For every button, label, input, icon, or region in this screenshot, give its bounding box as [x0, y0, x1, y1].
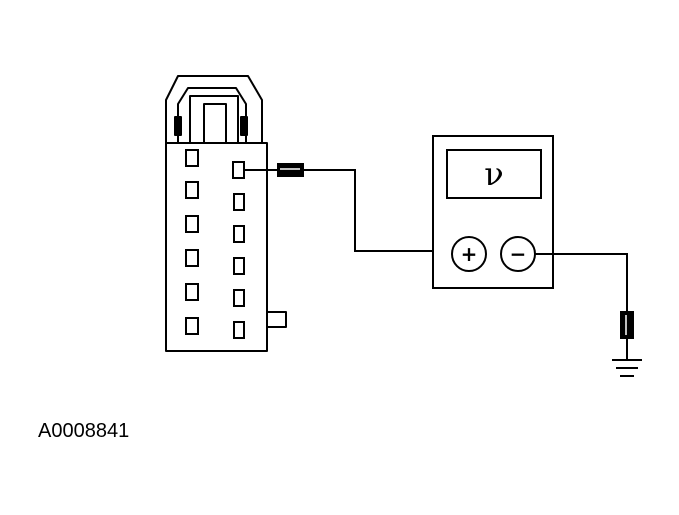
positive-lead-wire: [303, 169, 452, 252]
terminal-cavity: [185, 317, 199, 335]
multimeter-display: [446, 149, 542, 199]
negative-lead-wire: [535, 253, 628, 312]
terminal-cavity: [233, 289, 245, 307]
terminal-cavity-probed: [232, 161, 245, 179]
terminal-cavity: [233, 257, 245, 275]
connector-terminals-left: [185, 149, 199, 335]
terminal-cavity: [185, 249, 199, 267]
terminal-cavity: [233, 225, 245, 243]
terminal-cavity: [233, 193, 245, 211]
connector-terminals-right: [232, 161, 245, 339]
back-probe-icon: [244, 163, 304, 177]
figure-id-label: A0008841: [38, 420, 130, 442]
display-symbol: ν: [484, 155, 503, 193]
multimeter: ν + −: [432, 135, 554, 289]
positive-jack: [451, 236, 487, 272]
terminal-cavity: [185, 283, 199, 301]
connector-icon: [165, 75, 287, 352]
ground-probe-icon: [620, 311, 634, 360]
terminal-cavity: [185, 215, 199, 233]
terminal-cavity: [233, 321, 245, 339]
terminal-cavity: [185, 181, 199, 199]
ground-symbol-icon: [612, 359, 642, 377]
negative-jack-label: −: [510, 242, 527, 266]
positive-jack-label: +: [461, 242, 478, 266]
terminal-cavity: [185, 149, 199, 167]
